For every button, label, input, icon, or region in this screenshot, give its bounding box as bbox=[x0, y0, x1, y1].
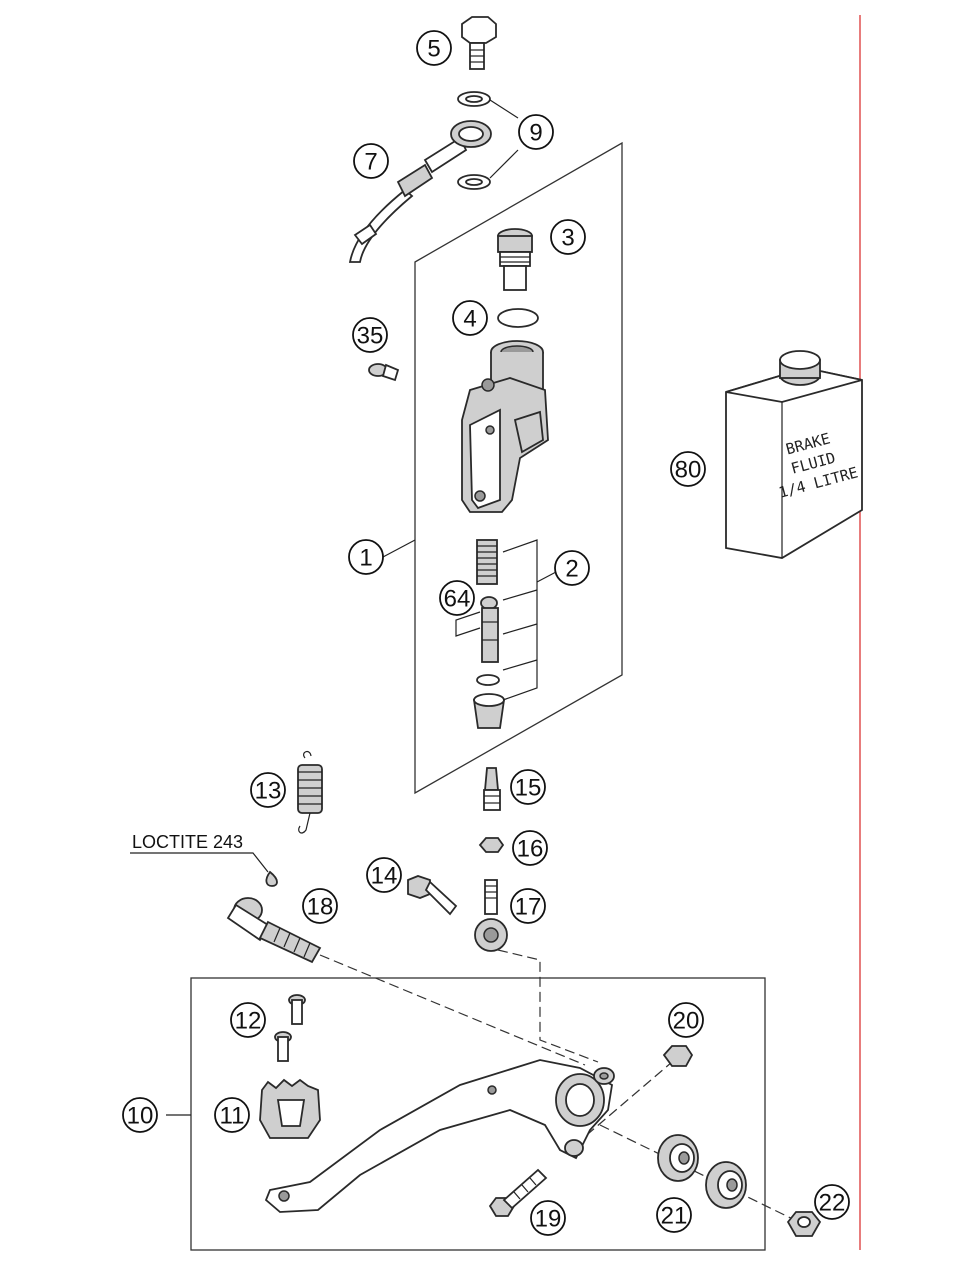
return-spring-part bbox=[297, 750, 323, 834]
callout-circle bbox=[353, 143, 389, 179]
step-plate-part bbox=[259, 1078, 321, 1139]
brake-fluid-can: BRAKE FLUID 1/4 LITRE bbox=[725, 350, 863, 559]
callout-circle bbox=[366, 857, 402, 893]
callout-19: 19 bbox=[530, 1200, 566, 1236]
bearing-part-21a bbox=[657, 1134, 699, 1182]
callout-circle bbox=[348, 539, 384, 575]
callout-number: 15 bbox=[515, 775, 542, 802]
brake-hose-part bbox=[348, 120, 492, 263]
callout-21: 21 bbox=[656, 1197, 692, 1233]
callout-18: 18 bbox=[302, 888, 338, 924]
screw-part-12-upper bbox=[288, 994, 306, 1025]
callout-number: 2 bbox=[565, 556, 578, 583]
callout-circle bbox=[668, 1002, 704, 1038]
brake-pedal-part bbox=[264, 1059, 615, 1213]
callout-number: 21 bbox=[661, 1203, 688, 1230]
callout-circle bbox=[352, 317, 388, 353]
callout-35: 35 bbox=[352, 317, 388, 353]
callout-number: 4 bbox=[463, 306, 476, 333]
callout-80: 80 bbox=[670, 451, 706, 487]
callout-number: 18 bbox=[307, 894, 334, 921]
callout-1: 1 bbox=[348, 539, 384, 575]
callout-circle bbox=[510, 769, 546, 805]
callout-22: 22 bbox=[814, 1184, 850, 1220]
screw-part-12-lower bbox=[274, 1031, 292, 1062]
callout-20: 20 bbox=[668, 1002, 704, 1038]
callout-circle bbox=[416, 30, 452, 66]
bearing-part-21b bbox=[705, 1161, 747, 1209]
callout-number: 1 bbox=[359, 545, 372, 572]
screw-part-35 bbox=[368, 363, 400, 382]
callout-circle bbox=[122, 1097, 158, 1133]
callout-number: 80 bbox=[675, 457, 702, 484]
callout-number: 13 bbox=[255, 778, 282, 805]
callout-circle bbox=[554, 550, 590, 586]
callout-9: 9 bbox=[518, 114, 554, 150]
callout-circle bbox=[214, 1097, 250, 1133]
callout-number: 19 bbox=[535, 1206, 562, 1233]
bolt-part-14 bbox=[407, 875, 458, 916]
clevis-part bbox=[474, 879, 508, 952]
callout-5: 5 bbox=[416, 30, 452, 66]
callout-7: 7 bbox=[353, 143, 389, 179]
callout-number: 16 bbox=[517, 836, 544, 863]
callout-13: 13 bbox=[250, 772, 286, 808]
washer-part-upper bbox=[457, 91, 491, 107]
callout-number: 11 bbox=[220, 1103, 245, 1130]
piston-kit-part bbox=[472, 539, 506, 729]
reservoir-connector-part bbox=[497, 228, 533, 291]
callout-64: 64 bbox=[439, 580, 475, 616]
nut-part-20 bbox=[662, 1045, 694, 1067]
pivot-bolt-part bbox=[226, 897, 322, 964]
callout-number: 5 bbox=[427, 36, 440, 63]
callout-15: 15 bbox=[510, 769, 546, 805]
o-ring-part bbox=[497, 308, 539, 328]
callout-circle bbox=[518, 114, 554, 150]
bolt-part-19 bbox=[488, 1168, 548, 1217]
brake-pedal-group-outline bbox=[190, 977, 766, 1251]
callout-circle bbox=[512, 830, 548, 866]
callout-10: 10 bbox=[122, 1097, 158, 1133]
callout-2: 2 bbox=[554, 550, 590, 586]
callout-number: 17 bbox=[515, 894, 542, 921]
callout-circle bbox=[452, 300, 488, 336]
master-cylinder-body-part bbox=[461, 340, 549, 513]
callout-number: 64 bbox=[444, 586, 471, 613]
callout-number: 35 bbox=[357, 323, 384, 350]
callout-circle bbox=[656, 1197, 692, 1233]
banjo-bolt-part bbox=[461, 16, 497, 70]
callout-number: 9 bbox=[529, 120, 542, 147]
callout-circle bbox=[550, 219, 586, 255]
lock-nut-part-16 bbox=[478, 837, 505, 853]
callout-number: 20 bbox=[673, 1008, 700, 1035]
callout-circle bbox=[510, 888, 546, 924]
callout-number: 3 bbox=[561, 225, 574, 252]
callout-circle bbox=[439, 580, 475, 616]
callout-circle bbox=[814, 1184, 850, 1220]
callout-16: 16 bbox=[512, 830, 548, 866]
washer-part-lower bbox=[457, 174, 491, 190]
callout-circle bbox=[670, 451, 706, 487]
callout-circle bbox=[530, 1200, 566, 1236]
callout-17: 17 bbox=[510, 888, 546, 924]
callout-11: 11 bbox=[214, 1097, 250, 1133]
push-rod-part bbox=[483, 767, 501, 811]
callout-14: 14 bbox=[366, 857, 402, 893]
loctite-note: LOCTITE 243 bbox=[132, 832, 243, 852]
callout-circle bbox=[230, 1002, 266, 1038]
loctite-drop-icon bbox=[265, 870, 278, 887]
callout-3: 3 bbox=[550, 219, 586, 255]
callout-4: 4 bbox=[452, 300, 488, 336]
callout-number: 7 bbox=[364, 149, 377, 176]
callout-circle bbox=[250, 772, 286, 808]
callout-number: 12 bbox=[235, 1008, 262, 1035]
nut-part-22 bbox=[786, 1211, 822, 1237]
callout-circle bbox=[302, 888, 338, 924]
callout-number: 22 bbox=[819, 1190, 846, 1217]
callout-number: 10 bbox=[127, 1103, 154, 1130]
callout-12: 12 bbox=[230, 1002, 266, 1038]
master-cylinder-group-outline bbox=[414, 141, 623, 795]
callout-number: 14 bbox=[371, 863, 398, 890]
